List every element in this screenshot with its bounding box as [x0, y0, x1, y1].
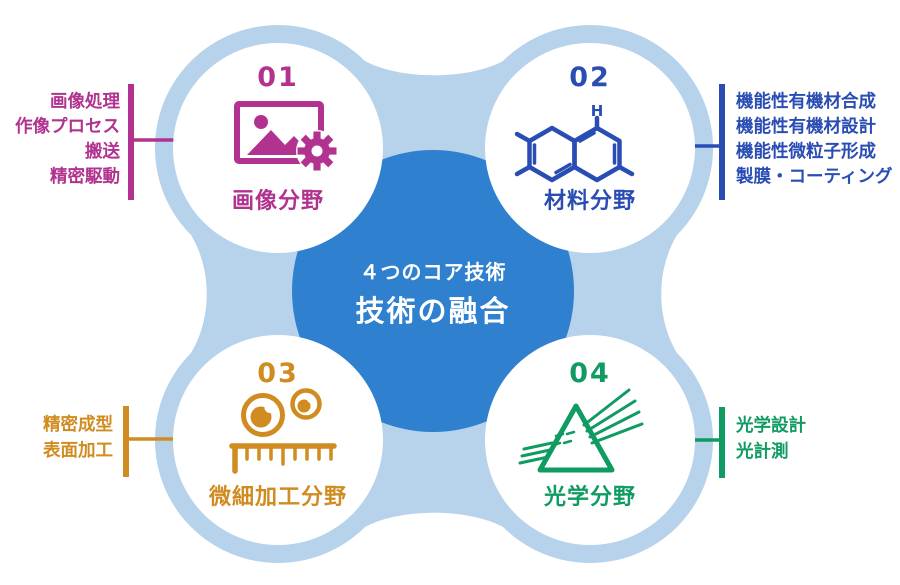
circle-optics — [485, 335, 695, 545]
particles-ruler-icon — [229, 388, 337, 474]
molecule-h-label: H — [591, 102, 604, 120]
center-title: 技術の融合 — [355, 294, 511, 328]
list-item: 精密成型 — [43, 415, 113, 435]
list-item: 機能性有機材合成 — [736, 92, 876, 112]
center-subtitle: ４つのコア技術 — [359, 260, 507, 284]
field-number-optics: 04 — [569, 358, 611, 389]
list-item: 表面加工 — [43, 441, 113, 461]
field-number-micro: 03 — [257, 358, 299, 389]
image-gear-icon — [234, 101, 338, 172]
molecule-icon: H — [514, 102, 635, 183]
field-label-image: 画像分野 — [231, 189, 324, 214]
list-item: 作像プロセス — [15, 117, 120, 137]
prism-icon — [518, 388, 644, 473]
list-item: 機能性有機材設計 — [736, 117, 876, 137]
list-item: 製膜・コーティング — [736, 167, 893, 187]
list-item: 光計測 — [736, 442, 789, 462]
item-list-optics: 光学設計 光計測 — [736, 413, 900, 465]
list-item: 画像処理 — [50, 92, 120, 112]
item-list-image: 画像処理 作像プロセス 搬送 精密駆動 — [0, 90, 120, 190]
field-label-micro: 微細加工分野 — [208, 485, 347, 510]
circle-micro — [173, 335, 383, 545]
item-list-material: 機能性有機材合成 機能性有機材設計 機能性微粒子形成 製膜・コーティング — [736, 90, 900, 190]
field-number-material: 02 — [569, 62, 611, 93]
item-list-micro: 精密成型 表面加工 — [0, 412, 113, 464]
field-number-image: 01 — [257, 62, 299, 93]
center-blob — [292, 150, 574, 432]
field-label-material: 材料分野 — [543, 189, 636, 214]
list-item: 光学設計 — [736, 416, 806, 436]
list-item: 精密駆動 — [50, 167, 120, 187]
circle-material — [485, 43, 695, 253]
field-label-optics: 光学分野 — [543, 485, 636, 510]
list-item: 搬送 — [85, 142, 120, 162]
list-item: 機能性微粒子形成 — [736, 142, 876, 162]
